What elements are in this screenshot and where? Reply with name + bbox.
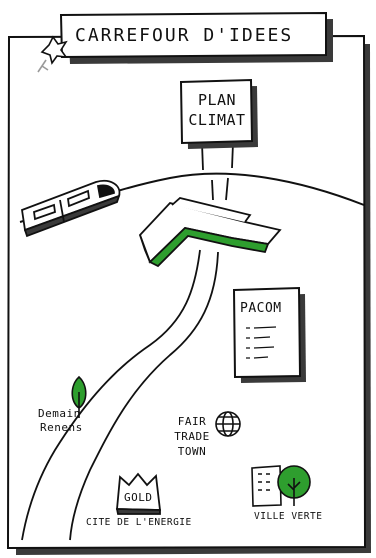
demain-label: Demain xyxy=(38,408,81,419)
trade-label: TRADE xyxy=(172,431,212,442)
cite-energie-label: CITE DE L'ENERGIE xyxy=(86,518,192,528)
fair-label: FAIR xyxy=(172,416,212,427)
renens-label: Renens xyxy=(40,422,83,433)
globe-icon xyxy=(216,412,240,436)
pacom-label: PACOM xyxy=(240,302,282,315)
plan-climat-line2: CLIMAT xyxy=(187,113,247,128)
gold-label: GOLD xyxy=(124,492,153,503)
ville-verte-label: VILLE VERTE xyxy=(254,512,322,522)
page-title: CARREFOUR D'IDEES xyxy=(75,27,293,45)
town-label: TOWN xyxy=(172,446,212,457)
plan-climat-line1: PLAN xyxy=(187,93,247,108)
building-icon xyxy=(252,466,281,506)
